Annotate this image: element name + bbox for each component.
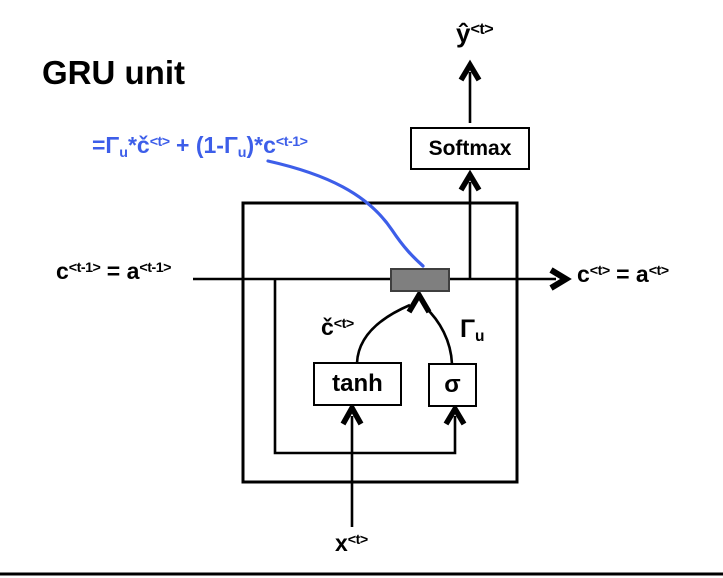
- formula-part: )*c: [246, 132, 276, 158]
- c-prev-label: c<t-1> = a<t-1>: [56, 258, 171, 284]
- formula-part: *č: [127, 132, 150, 158]
- formula-subscript: u: [119, 144, 128, 161]
- memory-cell-box: [390, 268, 450, 292]
- gamma-u-label: Γu: [460, 315, 485, 346]
- formula-part: =Γ: [92, 132, 120, 158]
- sigma-input-arrowhead-icon: [443, 403, 467, 426]
- formula-pointer-curve: [266, 159, 425, 268]
- tanh-input-arrowhead-icon: [340, 402, 364, 426]
- diagram-title: GRU unit: [42, 54, 185, 91]
- softmax-box: Softmax: [410, 127, 530, 170]
- c-prev-branch-line: [273, 279, 457, 455]
- cell-update-arrowhead-icon: [406, 289, 432, 314]
- y-hat-label: ŷ<t>: [456, 18, 494, 48]
- tanh-label: tanh: [332, 370, 383, 397]
- formula-part: + (1-Γ: [169, 132, 238, 158]
- formula-superscript: <t>: [149, 133, 170, 150]
- c-next-label: c<t> = a<t>: [577, 261, 669, 287]
- softmax-input-arrowhead-icon: [458, 169, 482, 192]
- sigma-to-cell-curve: [424, 306, 454, 365]
- update-gate-formula: =Γu*č<t> + (1-Γu)*c<t-1>: [92, 132, 308, 161]
- sigma-label: σ: [444, 371, 461, 398]
- c-tilde-label: č<t>: [321, 314, 354, 340]
- tanh-to-cell-curve: [355, 303, 411, 364]
- cell-state-arrowhead-icon: [549, 267, 572, 291]
- x-input-label: x<t>: [335, 530, 368, 556]
- formula-subscript: u: [237, 144, 247, 161]
- sigma-box: σ: [428, 363, 477, 407]
- gru-cell-border: [241, 201, 519, 484]
- formula-superscript: <t-1>: [275, 133, 308, 150]
- softmax-label: Softmax: [428, 136, 512, 160]
- y-hat-arrowhead-icon: [458, 59, 482, 82]
- tanh-box: tanh: [313, 362, 402, 406]
